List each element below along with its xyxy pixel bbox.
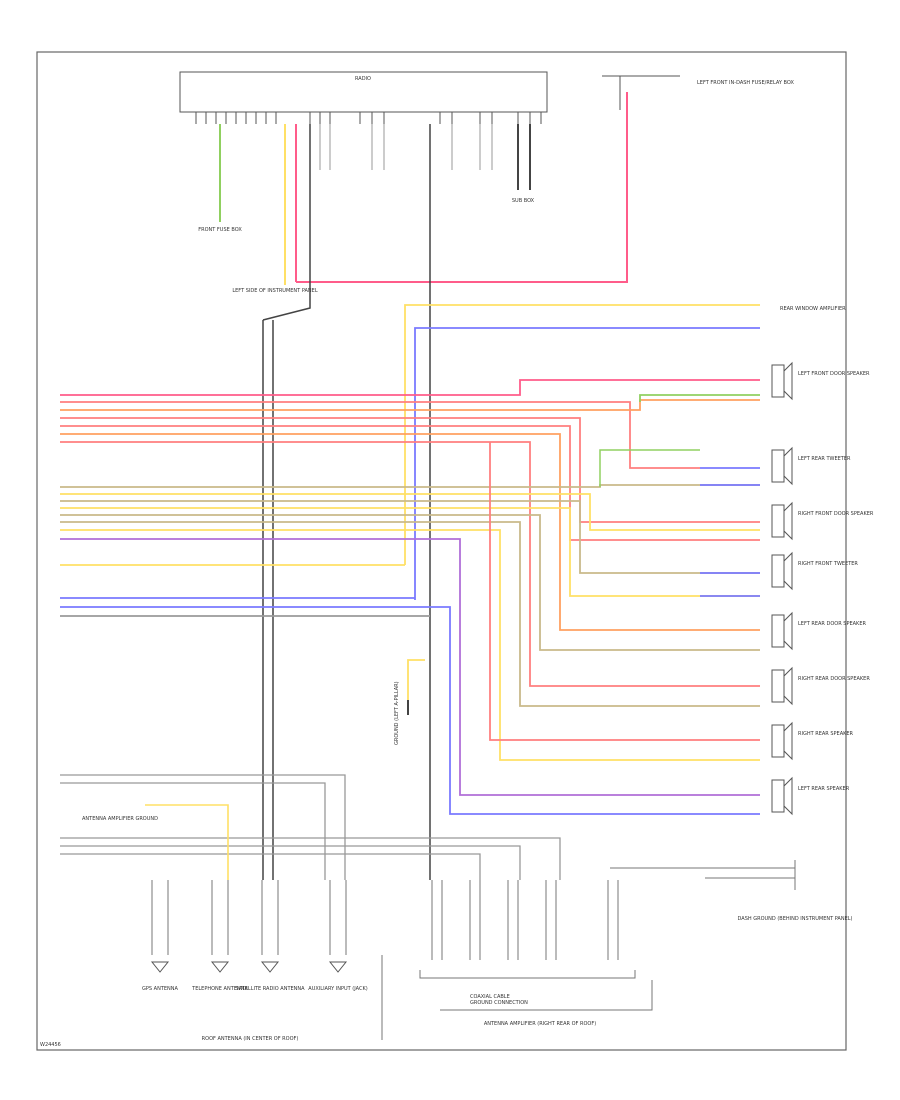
- wire-green-spk2: [599, 449, 700, 487]
- dash-ground: [610, 860, 796, 890]
- antenna-symbol: [210, 961, 230, 973]
- speaker-label: RIGHT FRONT DOOR SPEAKER: [798, 511, 874, 517]
- antenna-symbol: [150, 961, 170, 973]
- speaker-cone: [783, 776, 793, 816]
- speaker: LEFT REAR TWEETER: [771, 446, 851, 486]
- antenna: GPS ANTENNA: [142, 880, 179, 992]
- speaker-cone: [783, 551, 793, 591]
- top-right-connector: LEFT FRONT IN-DASH FUSE/RELAY BOX: [602, 75, 794, 110]
- radio-module: [179, 71, 548, 113]
- speaker-connector: [771, 364, 785, 398]
- radio-pins: [195, 112, 542, 124]
- speaker-cone: [783, 501, 793, 541]
- ground-left-label: GROUND (LEFT A-PILLAR): [394, 681, 400, 745]
- speaker-cone: [783, 666, 793, 706]
- blue-bus: [60, 597, 760, 815]
- wire-yellow-gps: [145, 804, 229, 880]
- antenna: AUXILIARY INPUT (JACK): [308, 880, 368, 992]
- speaker-connector: [771, 614, 785, 648]
- speaker: RIGHT REAR SPEAKER: [771, 721, 854, 761]
- speaker-label: RIGHT REAR DOOR SPEAKER: [798, 676, 870, 682]
- sub-box-label: SUB BOX: [512, 198, 535, 204]
- speaker-label: LEFT REAR TWEETER: [798, 456, 851, 462]
- speaker-bus-tan: [60, 484, 760, 796]
- speaker: RIGHT FRONT TWEETER: [771, 551, 858, 591]
- speaker-cone: [783, 611, 793, 651]
- wire-yellow-right: [404, 304, 760, 565]
- radio-ground-leads: [319, 124, 493, 170]
- speaker-connector: [771, 724, 785, 758]
- speaker-bus-red: [60, 379, 760, 687]
- antenna: SATELLITE RADIO ANTENNA: [235, 880, 305, 992]
- speaker-connector: [771, 504, 785, 538]
- speaker-connector: [771, 669, 785, 703]
- speaker-cone: [783, 361, 793, 401]
- speaker-connector: [771, 554, 785, 588]
- front-fuse-box-label: FRONT FUSE BOX: [198, 227, 242, 233]
- speaker: RIGHT REAR DOOR SPEAKER: [771, 666, 870, 706]
- footer-code: W24456: [40, 1042, 61, 1048]
- speaker: LEFT FRONT DOOR SPEAKER: [771, 361, 870, 401]
- speaker-cone: [783, 446, 793, 486]
- antenna-amp-ground-label: ANTENNA AMPLIFIER GROUND: [82, 816, 158, 822]
- speaker-label: LEFT REAR DOOR SPEAKER: [798, 621, 866, 627]
- antenna-label: TELEPHONE ANTENNA: [191, 986, 248, 992]
- dash-ground-label: DASH GROUND (BEHIND INSTRUMENT PANEL): [738, 916, 853, 922]
- diagram-frame: [36, 51, 847, 1051]
- speaker: RIGHT FRONT DOOR SPEAKER: [771, 501, 874, 541]
- speaker-connector: [771, 449, 785, 483]
- speaker-label: LEFT FRONT DOOR SPEAKER: [798, 371, 870, 377]
- speaker-connector: [771, 779, 785, 813]
- svg-text:GROUND CONNECTION: GROUND CONNECTION: [470, 1000, 528, 1006]
- caption-right: ANTENNA AMPLIFIER (RIGHT REAR OF ROOF): [484, 1021, 596, 1027]
- wire-red-spk7: [489, 442, 760, 741]
- antenna-label: GPS ANTENNA: [142, 986, 179, 992]
- antenna-amplifier-block: COAXIAL CABLE GROUND CONNECTION ANTENNA …: [419, 880, 653, 1027]
- caption-left: ROOF ANTENNA (IN CENTER OF ROOF): [202, 1036, 299, 1042]
- svg-text:COAXIAL CABLE: COAXIAL CABLE: [470, 994, 510, 1000]
- speaker: LEFT REAR SPEAKER: [771, 776, 850, 816]
- speaker: LEFT REAR DOOR SPEAKER: [771, 611, 866, 651]
- antenna-symbol: [328, 961, 348, 973]
- wire-green-spk1: [639, 394, 760, 402]
- wire-blue-right: [414, 327, 760, 600]
- ground-bus-lower: [60, 774, 561, 880]
- wire-black-trunk-top: [262, 124, 311, 321]
- antenna: TELEPHONE ANTENNA: [191, 880, 248, 992]
- speaker-label: RIGHT FRONT TWEETER: [798, 561, 858, 567]
- radio-module-label: RADIO: [355, 76, 371, 82]
- speaker-stubs: [700, 467, 760, 597]
- speaker-group: LEFT FRONT DOOR SPEAKER LEFT REAR TWEETER…: [771, 361, 874, 816]
- antenna-symbol: [260, 961, 280, 973]
- antenna-label: SATELLITE RADIO ANTENNA: [235, 986, 305, 992]
- speaker-label: LEFT REAR SPEAKER: [798, 786, 850, 792]
- svg-text:LEFT FRONT IN-DASH FUSE/RELAY: LEFT FRONT IN-DASH FUSE/RELAY BOX: [697, 80, 794, 86]
- speaker-label: RIGHT REAR SPEAKER: [798, 731, 854, 737]
- rear-window-amp-label: REAR WINDOW AMPLIFIER: [780, 306, 846, 312]
- wire-yellow-center: [407, 659, 425, 700]
- antenna-label: AUXILIARY INPUT (JACK): [308, 986, 367, 992]
- left-harness-label: LEFT SIDE OF INSTRUMENT PANEL: [232, 288, 317, 294]
- speaker-cone: [783, 721, 793, 761]
- wire-pink-top: [296, 120, 628, 283]
